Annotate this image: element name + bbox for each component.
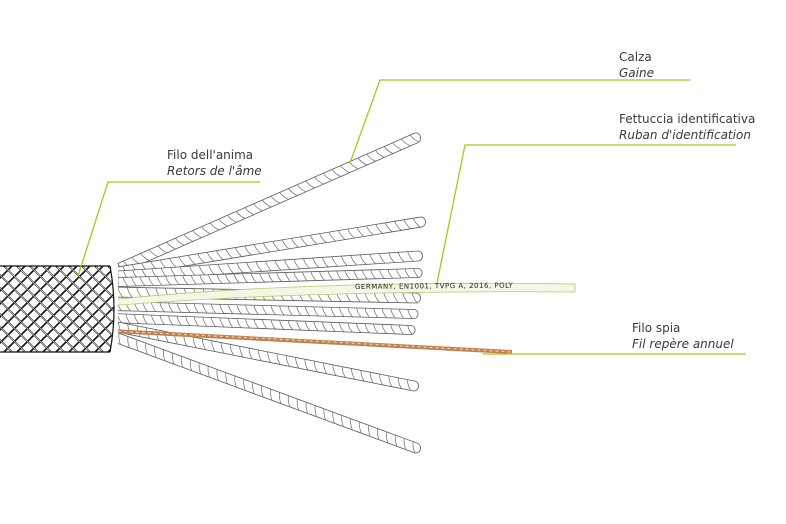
- spy-wire-twist: [111, 330, 513, 353]
- identification-tape: GERMANY, EN1001, TVPG A, 2016, POLY: [107, 282, 576, 307]
- label-filo-spia: Filo spia Fil repère annuel: [632, 320, 734, 352]
- label-filo-spia-fr: Fil repère annuel: [632, 337, 734, 351]
- strand-2: [116, 216, 426, 278]
- tape-shape: [107, 282, 576, 307]
- label-filo-spia-it: Filo spia: [632, 321, 681, 335]
- braid-highlight: [0, 266, 114, 352]
- strand-7: [111, 313, 416, 335]
- label-fettuccia-it: Fettuccia identificativa: [619, 112, 756, 126]
- label-fettuccia-fr: Ruban d'identification: [619, 128, 751, 142]
- label-filo-anima-it: Filo dell'anima: [167, 148, 254, 162]
- label-filo-anima: Filo dell'anima Retors de l'âme: [167, 147, 262, 179]
- leader-lines: [77, 79, 746, 355]
- strand-9: [109, 330, 421, 454]
- tape-print: GERMANY, EN1001, TVPG A, 2016, POLY: [355, 282, 514, 291]
- strand-8: [110, 320, 419, 392]
- leader-filo-anima: [77, 181, 260, 277]
- label-fettuccia: Fettuccia identificativa Ruban d'identif…: [619, 111, 755, 143]
- label-calza-it: Calza: [619, 50, 652, 64]
- spy-wire: [111, 329, 513, 354]
- strand-3: [117, 250, 423, 282]
- label-filo-anima-fr: Retors de l'âme: [167, 164, 262, 178]
- leader-fettuccia: [436, 144, 736, 284]
- braided-sheath: [0, 265, 118, 353]
- label-calza: Calza Gaine: [619, 49, 654, 81]
- label-calza-fr: Gaine: [619, 66, 654, 80]
- strand-1: [117, 132, 421, 274]
- strand-4: [117, 268, 423, 287]
- strand-6: [111, 301, 419, 319]
- leader-calza: [349, 79, 690, 164]
